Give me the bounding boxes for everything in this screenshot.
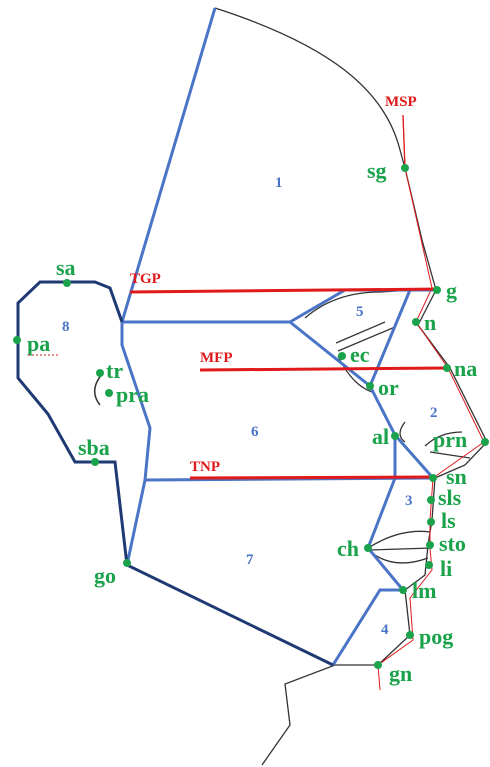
tr-dot	[96, 369, 104, 377]
sto-dot	[426, 541, 434, 549]
landmark-pog: pog	[419, 624, 453, 649]
msp-plane	[402, 114, 406, 169]
eye-contour	[335, 321, 396, 352]
landmark-g: g	[446, 278, 457, 303]
landmark-al: al	[372, 424, 389, 449]
landmark-go: go	[94, 563, 116, 588]
sba-dot	[91, 458, 99, 466]
or-dot	[366, 382, 374, 390]
sa-dot	[63, 279, 71, 287]
tnp-plane	[189, 475, 434, 480]
region-6: 6	[251, 424, 259, 440]
al-dot	[391, 432, 399, 440]
landmark-li: li	[440, 556, 452, 581]
plane-label-mfp: MFP	[200, 350, 232, 366]
sls-dot	[427, 496, 435, 504]
landmark-ls: ls	[441, 508, 456, 533]
go-dot	[123, 559, 131, 567]
landmark-or: or	[378, 375, 399, 400]
landmark-prn: prn	[433, 427, 467, 452]
region-5: 5	[356, 304, 364, 320]
region-3: 3	[405, 493, 413, 509]
landmark-sba: sba	[78, 435, 110, 460]
region-2: 2	[430, 405, 438, 421]
sg-dot	[401, 164, 409, 172]
landmark-lm: lm	[412, 578, 436, 603]
ch-dot	[364, 544, 372, 552]
plane-label-tgp: TGP	[130, 271, 161, 287]
ear-outline	[16, 280, 129, 566]
region-7: 7	[246, 552, 254, 568]
gn-dot	[374, 661, 382, 669]
jaw-line	[126, 563, 334, 667]
pra-dot	[105, 389, 113, 397]
ls-dot	[427, 518, 435, 526]
landmark-tr: tr	[106, 358, 123, 383]
landmark-pra: pra	[116, 382, 149, 407]
landmark-n: n	[424, 310, 436, 335]
landmark-dots	[13, 164, 489, 669]
g-dot	[433, 286, 441, 294]
mfp-plane	[199, 366, 449, 372]
landmark-sto: sto	[439, 531, 466, 556]
landmark-sa: sa	[56, 255, 76, 280]
lm-dot	[399, 586, 407, 594]
n-dot	[412, 318, 420, 326]
plane-label-msp: MSP	[385, 94, 417, 110]
ec-dot	[338, 352, 346, 360]
landmark-ec: ec	[350, 342, 370, 367]
plane-label-tnp: TNP	[190, 459, 220, 475]
landmark-pa: pa	[27, 331, 50, 356]
pa-dot	[13, 336, 21, 344]
pog-dot	[406, 631, 414, 639]
profile-outline	[214, 7, 488, 766]
landmark-gn: gn	[389, 661, 412, 686]
ear-inner-arc	[94, 372, 104, 406]
landmark-na: na	[454, 356, 477, 381]
midline-profile-red	[377, 114, 485, 691]
eye-brow-contour	[304, 289, 413, 319]
prn-dot	[481, 438, 489, 446]
tgp-plane	[129, 287, 441, 294]
region-1: 1	[275, 175, 283, 191]
na-dot	[443, 364, 451, 372]
landmark-sg: sg	[367, 158, 387, 183]
li-dot	[425, 561, 433, 569]
region-4: 4	[381, 622, 389, 638]
region-8: 8	[62, 319, 70, 335]
landmark-sls: sls	[438, 485, 462, 510]
sn-dot	[429, 474, 437, 482]
landmark-ch: ch	[337, 536, 359, 561]
landmark-sn: sn	[446, 464, 467, 489]
